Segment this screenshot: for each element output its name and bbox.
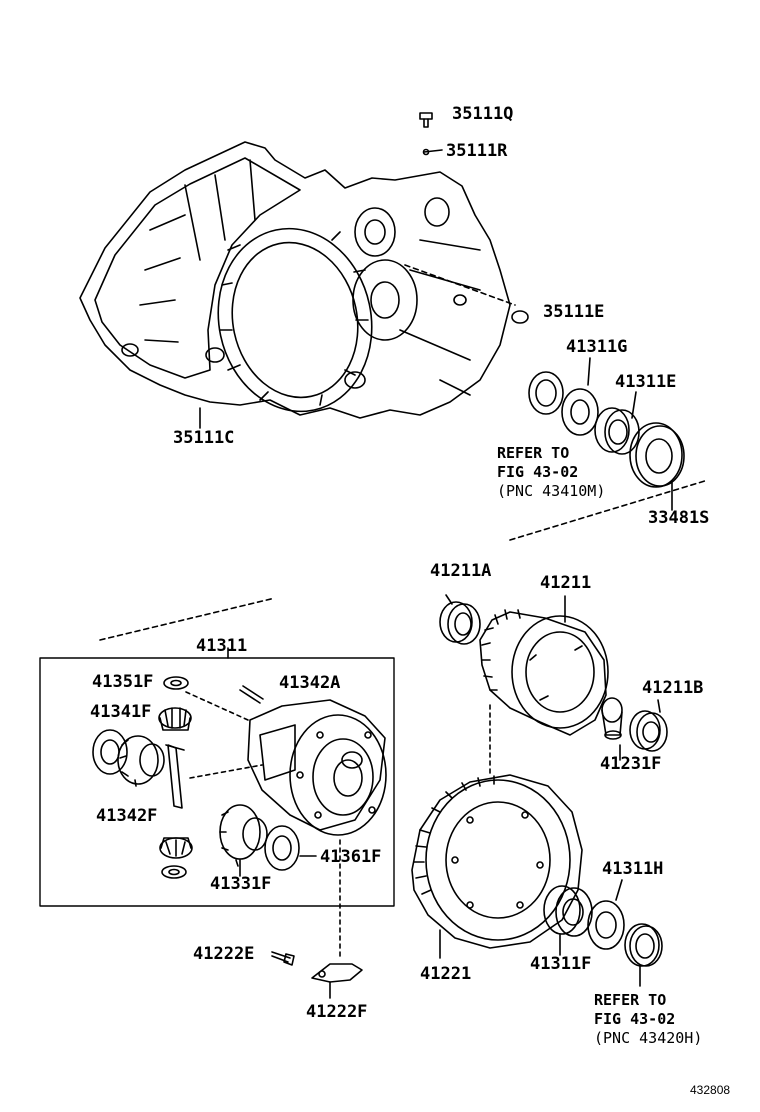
plug-35111e [511,310,529,324]
label-41311g: 41311G [566,337,628,357]
gear-41222f [311,963,363,999]
label-35111q: 35111Q [452,104,514,124]
shaft-41342f [165,744,185,809]
pinion-41341f-bottom [159,837,193,859]
label-41211b: 41211B [642,678,704,698]
bearing-41311f [543,885,593,937]
side-gear-41331f [219,804,268,867]
label-41211: 41211 [540,573,592,593]
bearing-41211a [439,601,481,645]
label-41222e: 41222E [193,944,255,964]
label-41311f: 41311F [530,954,592,974]
pin-41342a [239,685,264,704]
align-line-top [404,264,516,306]
leaders-top-right [587,357,673,511]
label-35111e: 35111E [543,302,605,322]
shim-41311g [561,388,599,436]
washer-bottom [161,865,187,879]
label-41331f: 41331F [210,874,272,894]
align-line-right [509,479,709,541]
label-41342f: 41342F [96,806,158,826]
refer-note-bottom: REFER TO FIG 43-02 (PNC 43420H) [594,991,702,1047]
label-41311: 41311 [196,636,248,656]
leader-41211a [445,594,453,605]
leaders-41231-41211b [619,699,661,761]
align-diff-1 [185,691,249,721]
align-line-diff [99,597,276,641]
bearing-41311e [594,407,640,455]
transaxle-case-drawing [79,141,511,419]
label-35111c: 35111C [173,428,235,448]
bolt-41222e [271,951,295,966]
differential-case-drawing [247,699,387,836]
refer-top-line3: (PNC 43410M) [497,481,606,500]
refer-top-line1: REFER TO [497,444,570,462]
label-41222f: 41222F [306,1002,368,1022]
label-41311e: 41311E [615,372,677,392]
label-35111r: 35111R [446,141,508,161]
counter-gear-41211 [479,609,609,736]
pin-35111r [422,148,443,156]
label-41311h: 41311H [602,859,664,879]
refer-bottom-line2: FIG 43-02 [594,1009,676,1028]
differential-kit-frame [39,657,395,907]
side-gear-left [117,735,165,787]
label-41341f: 41341F [90,702,152,722]
leaders-diff-lower [239,855,317,877]
align-diff-2 [189,764,263,779]
label-41342a: 41342A [279,673,341,693]
bearing-41231f [601,697,623,740]
ring-gear-41221 [411,774,583,949]
bearing-cup-refer-bottom [624,923,663,967]
label-41221: 41221 [420,964,472,984]
shim-41311h [587,900,625,950]
label-41361f: 41361F [320,847,382,867]
label-33481s: 33481S [648,508,710,528]
seal-33481s [629,422,685,488]
leaders-bottom-right [559,879,641,987]
label-41211a: 41211A [430,561,492,581]
refer-bottom-line3: (PNC 43420H) [594,1028,703,1047]
refer-bottom-line1: REFER TO [594,991,667,1009]
refer-top-line2: FIG 43-02 [497,462,579,481]
label-41231f: 41231F [600,754,662,774]
figure-number: 432808 [690,1083,731,1097]
thrust-washer-41361f [264,825,300,871]
side-washer-left [92,729,128,775]
refer-note-top: REFER TO FIG 43-02 (PNC 43410M) [497,444,605,500]
pinion-41341f-top [158,707,192,731]
bearing-41211b [629,710,668,752]
bolt-35111q [419,112,433,128]
bearing-cup-refer-top [528,371,564,415]
label-41351f: 41351F [92,672,154,692]
washer-41351f [163,676,189,690]
